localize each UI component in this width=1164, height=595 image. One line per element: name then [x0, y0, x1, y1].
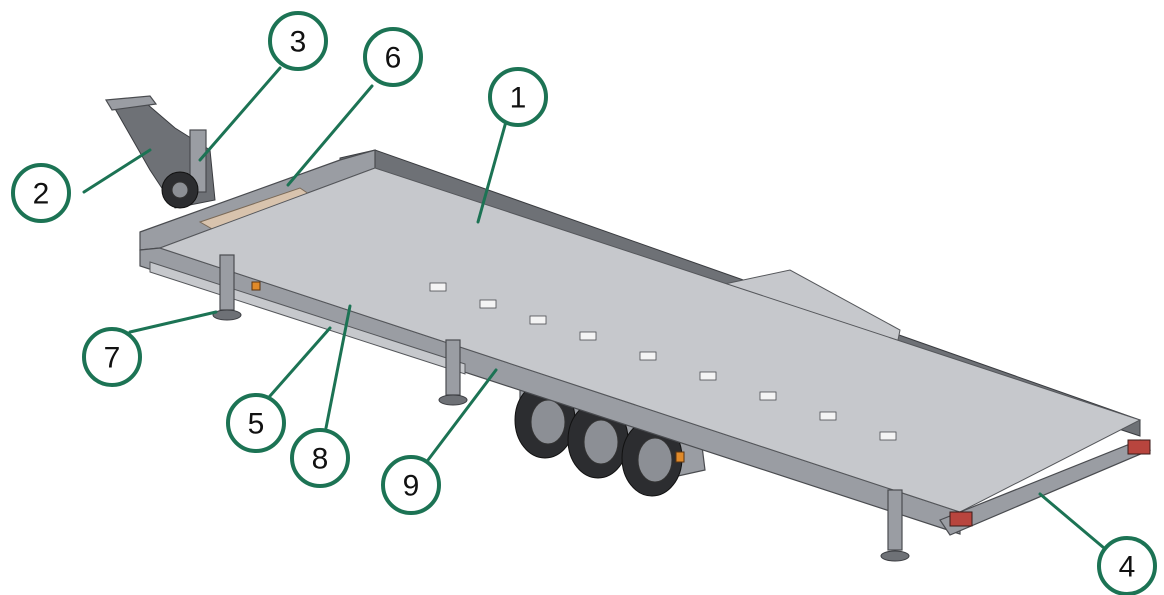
leader-1	[476, 116, 509, 224]
svg-text:6: 6	[385, 42, 402, 75]
leader-2	[82, 148, 152, 194]
callout-5: 5	[226, 393, 286, 453]
rear-lamp-right	[1127, 439, 1151, 455]
frame-holes	[429, 282, 897, 441]
callout-4: 4	[1097, 536, 1157, 595]
svg-text:9: 9	[403, 470, 420, 503]
callouts: 1 2 3 4 5 6 7 8	[11, 11, 1157, 595]
trailer-illustration	[104, 95, 1152, 562]
leader-3	[198, 66, 282, 162]
hitch-assembly	[104, 95, 216, 209]
callout-8: 8	[290, 428, 350, 488]
rear-lamp-left	[949, 511, 973, 527]
callout-6: 6	[363, 27, 423, 87]
callout-7: 7	[82, 327, 142, 387]
rim-2	[583, 419, 619, 465]
leader-8	[324, 304, 352, 430]
leader-7	[128, 310, 218, 334]
near-rail-top	[158, 167, 1142, 513]
callout-3: 3	[268, 11, 328, 71]
marker-light-front	[251, 281, 261, 291]
svg-text:2: 2	[33, 178, 50, 211]
svg-text:5: 5	[248, 408, 265, 441]
svg-text:8: 8	[312, 443, 329, 476]
callout-9: 9	[381, 455, 441, 515]
svg-text:4: 4	[1119, 551, 1136, 584]
leader-5	[268, 326, 332, 398]
leader-lines	[82, 66, 1106, 550]
callout-2: 2	[11, 163, 71, 223]
svg-text:1: 1	[510, 82, 527, 115]
svg-text:3: 3	[290, 26, 307, 59]
rim-3	[637, 437, 673, 483]
leader-6	[286, 84, 374, 187]
leader-9	[420, 368, 498, 470]
marker-light-mid	[675, 451, 685, 463]
support-legs	[212, 254, 910, 562]
callout-1: 1	[488, 67, 548, 127]
rim-1	[530, 399, 566, 445]
svg-text:7: 7	[104, 342, 121, 375]
leader-4	[1038, 492, 1106, 550]
